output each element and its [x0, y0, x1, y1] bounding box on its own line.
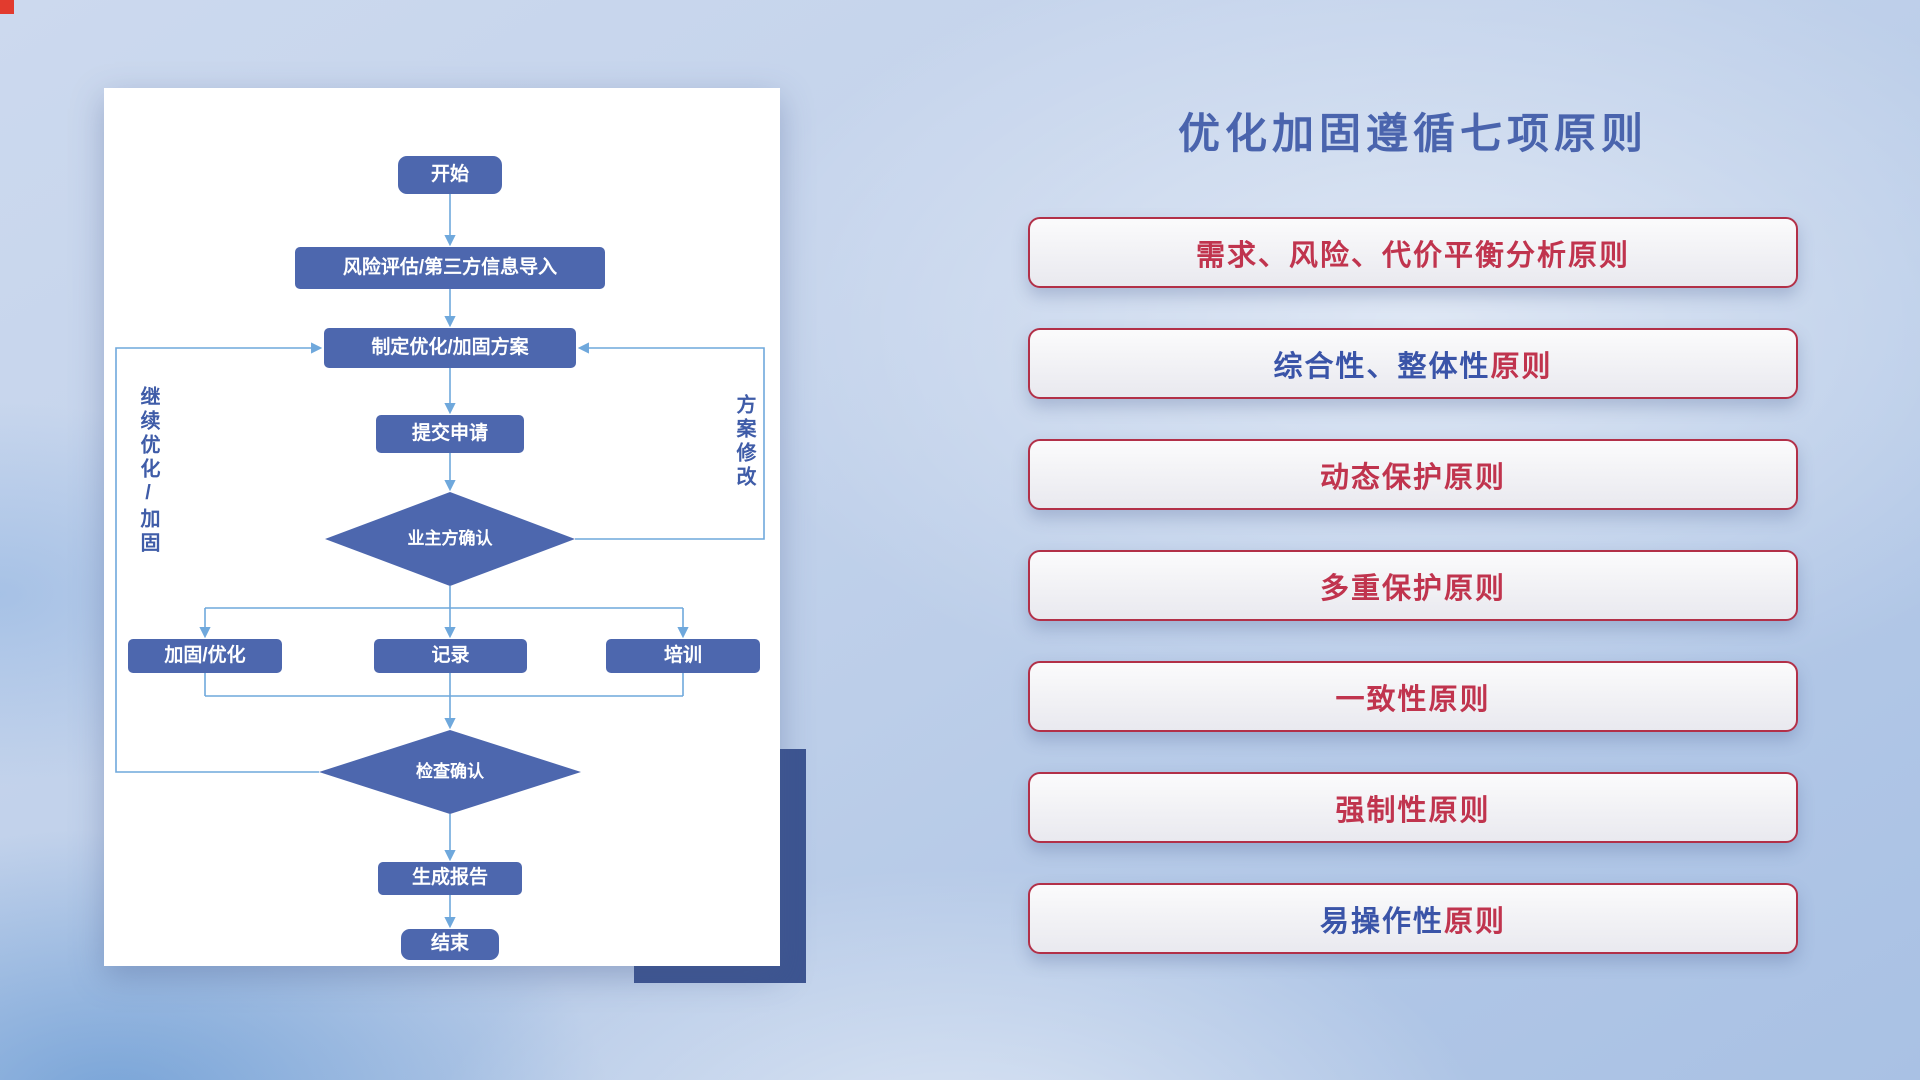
- principle-box: 动态保护原则: [1028, 439, 1798, 510]
- flow-node-start: 开始: [398, 156, 502, 194]
- flow-label-continue-loop: 继续优化/加固: [137, 386, 159, 556]
- principle-box: 需求、风险、代价平衡分析原则: [1028, 217, 1798, 288]
- principles-panel: 优化加固遵循七项原则 需求、风险、代价平衡分析原则综合性、整体性原则动态保护原则…: [1028, 100, 1798, 994]
- flow-node-record: 记录: [374, 639, 527, 673]
- flow-node-report: 生成报告: [378, 862, 522, 895]
- flow-label-plan-modify: 方案修改: [733, 394, 755, 490]
- principle-text-segment: 一致性原则: [1335, 683, 1491, 716]
- principle-text-segment: 原则: [1444, 905, 1507, 938]
- flow-node-risk-import: 风险评估/第三方信息导入: [295, 247, 605, 289]
- principle-text-segment: 需求、风险、代价平衡分析原则: [1195, 239, 1630, 272]
- flow-node-end: 结束: [401, 929, 499, 960]
- principle-box: 多重保护原则: [1028, 550, 1798, 621]
- principle-text-segment: 原则: [1490, 350, 1553, 383]
- principle-box: 一致性原则: [1028, 661, 1798, 732]
- flow-node-training: 培训: [606, 639, 760, 673]
- principle-text-segment: 多重保护原则: [1319, 572, 1506, 605]
- principle-box: 综合性、整体性原则: [1028, 328, 1798, 399]
- page-title: 优化加固遵循七项原则: [1177, 110, 1648, 157]
- principle-text-segment: 易操作性: [1319, 905, 1444, 938]
- principle-text-segment: 动态保护原则: [1319, 461, 1506, 494]
- flow-node-submit: 提交申请: [376, 415, 524, 453]
- principles-list: 需求、风险、代价平衡分析原则综合性、整体性原则动态保护原则多重保护原则一致性原则…: [1028, 217, 1798, 954]
- flowchart-card: 开始 风险评估/第三方信息导入 制定优化/加固方案 提交申请 业主方确认 加固/…: [104, 88, 780, 966]
- principle-box: 强制性原则: [1028, 772, 1798, 843]
- flow-node-reinforce: 加固/优化: [128, 639, 282, 673]
- flowchart-connectors: [115, 194, 765, 929]
- corner-mark: [0, 0, 14, 14]
- principle-box: 易操作性原则: [1028, 883, 1798, 954]
- flow-node-make-plan: 制定优化/加固方案: [324, 328, 576, 368]
- principle-text-segment: 强制性原则: [1335, 794, 1491, 827]
- principle-text-segment: 综合性、整体性: [1273, 350, 1491, 383]
